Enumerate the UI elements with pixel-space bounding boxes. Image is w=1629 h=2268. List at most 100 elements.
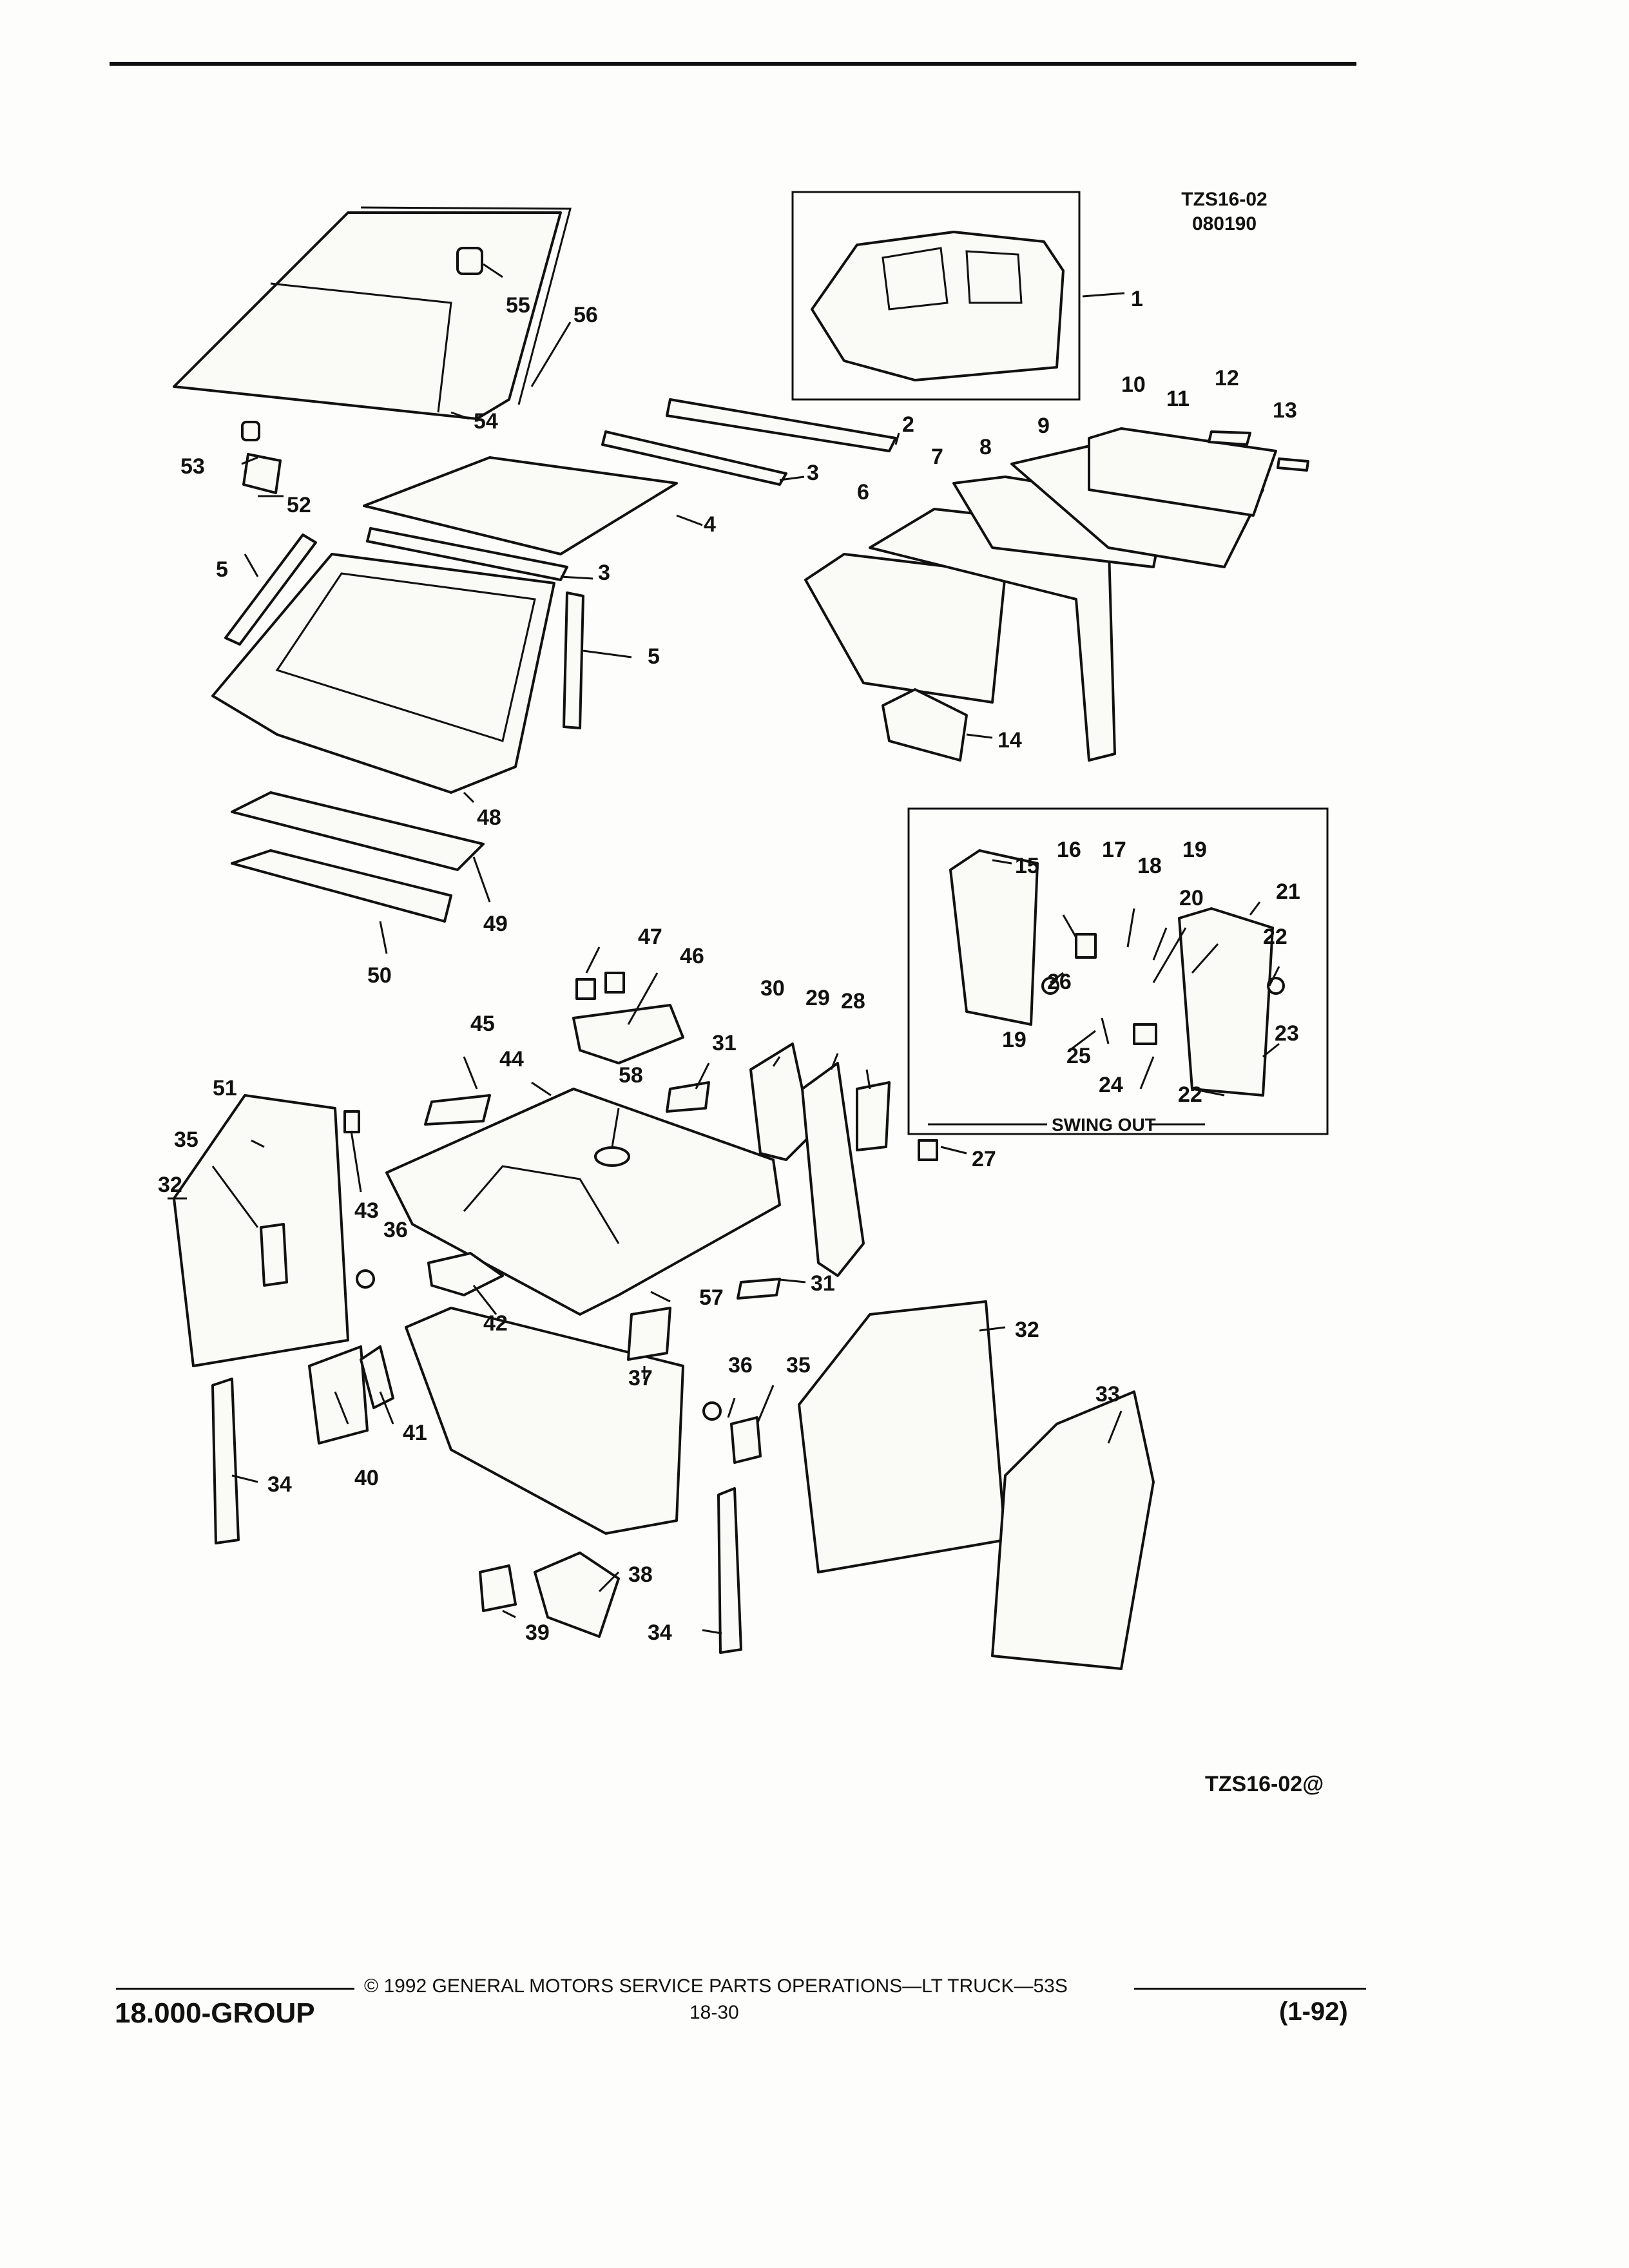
callout-32b: 32 [1015, 1318, 1039, 1342]
callout-10: 10 [1121, 372, 1146, 397]
callout-48: 48 [477, 805, 501, 830]
callout-19b: 19 [1002, 1028, 1027, 1052]
roof-bow [366, 527, 568, 581]
group-number: 18.000-GROUP [115, 1997, 315, 2029]
tray-clips [575, 978, 596, 1000]
top-rule [110, 62, 1356, 66]
drawing-date: 080190 [1191, 213, 1257, 235]
callout-9: 9 [1037, 414, 1050, 438]
callout-3b: 3 [598, 561, 610, 585]
bumper-stop [918, 1139, 938, 1161]
callout-50: 50 [367, 963, 392, 988]
hinge-pillar-right [717, 1487, 742, 1654]
callout-35b: 35 [786, 1353, 811, 1378]
striker-bracket-b [730, 1416, 762, 1464]
callout-39: 39 [525, 1620, 550, 1645]
rear-quarter-glass [856, 1081, 891, 1151]
bumper-b [702, 1401, 722, 1421]
callout-13: 13 [1273, 398, 1297, 423]
shield [479, 1564, 517, 1612]
floor-panel [385, 1088, 781, 1316]
seat-riser [424, 1094, 491, 1126]
callout-1: 1 [1131, 287, 1143, 311]
rear-pillar-inner [749, 1043, 813, 1161]
callout-36b: 36 [728, 1353, 753, 1378]
callout-31a: 31 [712, 1031, 737, 1055]
windshield-opening [275, 572, 536, 742]
page-number: 18-30 [689, 2002, 739, 2023]
callout-42: 42 [483, 1311, 508, 1336]
callout-56: 56 [574, 303, 598, 327]
callout-25: 25 [1066, 1044, 1091, 1068]
windshield-pillar-right [563, 591, 584, 729]
latch [1208, 430, 1251, 446]
footer-rule-right [1134, 1988, 1366, 1990]
callout-52: 52 [287, 493, 311, 517]
callout-40: 40 [354, 1466, 379, 1490]
roof-rail-rear [666, 398, 897, 452]
floor-bracket [627, 1307, 671, 1361]
callout-11: 11 [1166, 387, 1190, 411]
callout-41: 41 [403, 1421, 427, 1445]
bumper [356, 1269, 375, 1289]
swing-out-label: SWING OUT [1052, 1115, 1156, 1135]
callout-47: 47 [638, 925, 662, 949]
callout-12: 12 [1215, 366, 1239, 390]
roof-bow-front [601, 430, 787, 486]
callout-29: 29 [805, 986, 830, 1010]
back-panel-inner [804, 553, 1007, 704]
callout-16: 16 [1057, 838, 1081, 862]
door-frame-right [798, 1300, 1007, 1573]
seat-belt-bracket [666, 1081, 710, 1113]
cab-assembly [811, 231, 1065, 381]
reinforcement [360, 1345, 394, 1409]
floor-tunnel [463, 1165, 620, 1244]
callout-27: 27 [972, 1147, 996, 1171]
callout-17: 17 [1102, 838, 1126, 862]
kick-panel [534, 1552, 620, 1638]
callout-5a: 5 [216, 557, 228, 582]
rear-pillar [801, 1062, 865, 1277]
callout-18: 18 [1137, 854, 1162, 878]
callout-15: 15 [1015, 854, 1039, 878]
callout-37: 37 [628, 1366, 653, 1390]
callout-43: 43 [354, 1198, 379, 1223]
sliding-window-frame [1088, 427, 1277, 517]
windshield-pillar-left [224, 533, 317, 646]
mirror-support [456, 247, 483, 275]
roof-panel [363, 456, 678, 555]
callout-49: 49 [483, 912, 508, 936]
callout-4: 4 [704, 512, 716, 537]
callout-54: 54 [474, 409, 498, 434]
callout-19a: 19 [1182, 838, 1207, 862]
cab-windows [882, 247, 1023, 311]
hinge [1075, 933, 1097, 959]
windshield-frame [211, 553, 555, 794]
heater-cover [427, 1252, 504, 1296]
floor-bracket-b [737, 1278, 781, 1300]
wheelhouse-panel [308, 1345, 369, 1445]
handle [1277, 457, 1309, 472]
leader-lines [168, 263, 1280, 1635]
hinge-pillar-left [211, 1378, 240, 1544]
callout-21: 21 [1276, 879, 1300, 904]
callout-31b: 31 [811, 1271, 835, 1296]
callout-14: 14 [998, 728, 1022, 753]
callout-45: 45 [470, 1012, 495, 1036]
callout-34b: 34 [648, 1620, 672, 1645]
windshield-molding [270, 206, 572, 413]
callout-36a: 36 [383, 1218, 408, 1242]
callout-2: 2 [902, 412, 914, 437]
clip [241, 421, 260, 441]
callout-5b: 5 [648, 644, 660, 669]
bracket [242, 453, 282, 494]
callout-33: 33 [1095, 1382, 1120, 1407]
footer-drawing-code: TZS16-02@ [1205, 1772, 1324, 1796]
callout-22b: 22 [1178, 1082, 1202, 1107]
callout-38: 38 [628, 1562, 653, 1587]
callout-57: 57 [699, 1285, 724, 1310]
windshield-glass [173, 211, 562, 420]
storage-bin [882, 688, 968, 762]
cowl-vent-panel [231, 791, 485, 871]
